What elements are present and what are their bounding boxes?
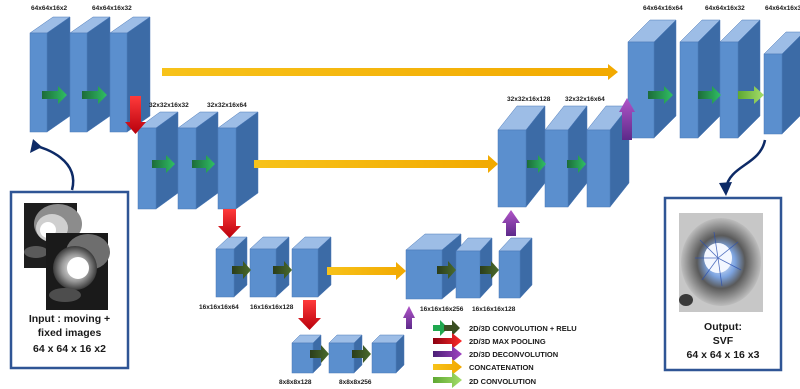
conv2d-arrow — [738, 86, 764, 104]
conv-arrow — [437, 261, 456, 279]
legend-item-conv-relu: 2D/3D CONVOLUTION + RELU — [433, 320, 577, 336]
conv-arrow — [82, 86, 107, 104]
input-title-line3: 64 x 64 x 16 x2 — [33, 343, 106, 355]
dim-label: 8x8x8x256 — [339, 379, 372, 386]
output-title-line1: Output: — [704, 321, 742, 333]
legend-label: 2D CONVOLUTION — [469, 377, 536, 386]
conv-arrow — [192, 155, 215, 173]
dim-label: 64x64x16x3 — [765, 5, 800, 12]
block-bott-1 — [291, 334, 322, 374]
maxpool-arrow — [125, 96, 146, 134]
output-title-line2: SVF — [713, 335, 734, 347]
conv-arrow — [352, 345, 371, 363]
concat-arrow-level3 — [327, 262, 406, 280]
block-bott-3 — [371, 334, 405, 374]
dimension-labels: 64x64x16x2 64x64x16x32 32x32x16x32 32x32… — [31, 5, 800, 386]
conv-arrow — [480, 261, 499, 279]
legend-label: CONCATENATION — [469, 363, 534, 372]
input-title-line1: Input : moving + — [29, 313, 110, 325]
block-enc2-3 — [217, 111, 259, 210]
dim-label: 16x16x16x128 — [472, 306, 516, 313]
input-arrowhead — [30, 139, 42, 153]
concat-arrow-level2 — [254, 155, 498, 173]
fixed-image — [46, 233, 110, 310]
conv-arrow — [527, 155, 546, 173]
output-title-line3: 64 x 64 x 16 x3 — [687, 349, 760, 361]
concat-arrow-level1 — [162, 64, 618, 80]
block-dec2-2 — [544, 105, 588, 208]
input-curve-arrow — [35, 144, 75, 191]
dim-label: 16x16x16x256 — [420, 306, 464, 313]
block-dec1-3 — [719, 19, 761, 139]
legend-label: 2D/3D CONVOLUTION + RELU — [469, 324, 577, 333]
legend-item-deconv: 2D/3D DECONVOLUTION — [433, 346, 558, 362]
block-enc1-1 — [29, 16, 71, 133]
output-curve-arrow — [724, 139, 767, 189]
dim-label: 64x64x16x32 — [92, 5, 132, 12]
block-enc3-3 — [291, 236, 332, 298]
output-panel: Output: SVF 64 x 64 x 16 x3 — [663, 196, 783, 372]
dim-label: 16x16x16x128 — [250, 304, 294, 311]
deconv-arrow — [502, 210, 520, 236]
legend-item-conv2d: 2D CONVOLUTION — [433, 372, 536, 388]
dim-label: 64x64x16x2 — [31, 5, 68, 12]
block-enc1-3 — [109, 16, 151, 133]
deconv-arrow — [619, 98, 635, 140]
legend-label: 2D/3D MAX POOLING — [469, 337, 546, 346]
deconv-arrow — [403, 306, 415, 329]
legend: 2D/3D CONVOLUTION + RELU 2D/3D MAX POOLI… — [433, 320, 577, 388]
maxpool-arrow — [298, 300, 321, 330]
conv-arrow — [273, 261, 292, 279]
input-panel: Input : moving + fixed images 64 x 64 x … — [9, 190, 130, 370]
dim-label: 32x32x16x64 — [207, 102, 247, 109]
input-title-line2: fixed images — [38, 327, 102, 339]
block-enc1-2 — [69, 16, 111, 133]
conv-arrow — [648, 86, 673, 104]
conv-arrow — [310, 345, 329, 363]
svf-image — [679, 213, 763, 312]
dim-label: 16x16x16x64 — [199, 304, 239, 311]
output-arrowhead — [719, 182, 732, 196]
dim-label: 8x8x8x128 — [279, 379, 312, 386]
dim-label: 64x64x16x32 — [705, 5, 745, 12]
blocks — [29, 16, 800, 374]
dim-label: 32x32x16x128 — [507, 96, 551, 103]
conv-arrow — [152, 155, 175, 173]
conv-arrow — [567, 155, 586, 173]
block-dec1-4 — [763, 31, 800, 135]
conv-arrow — [42, 86, 67, 104]
maxpool-arrow — [218, 209, 241, 238]
block-dec3-3 — [498, 237, 533, 299]
legend-item-concat: CONCATENATION — [433, 359, 534, 375]
conv-arrow — [232, 261, 251, 279]
block-dec1-2 — [679, 19, 721, 139]
block-dec2-1 — [497, 105, 546, 208]
dim-label: 64x64x16x64 — [643, 5, 683, 12]
legend-label: 2D/3D DECONVOLUTION — [469, 350, 558, 359]
dim-label: 32x32x16x64 — [565, 96, 605, 103]
legend-item-maxpool: 2D/3D MAX POOLING — [433, 333, 546, 349]
arrows — [30, 64, 767, 363]
conv-arrow — [698, 86, 721, 104]
block-dec2-3 — [586, 105, 630, 208]
block-dec1-1 — [627, 19, 677, 139]
dim-label: 32x32x16x32 — [149, 102, 189, 109]
